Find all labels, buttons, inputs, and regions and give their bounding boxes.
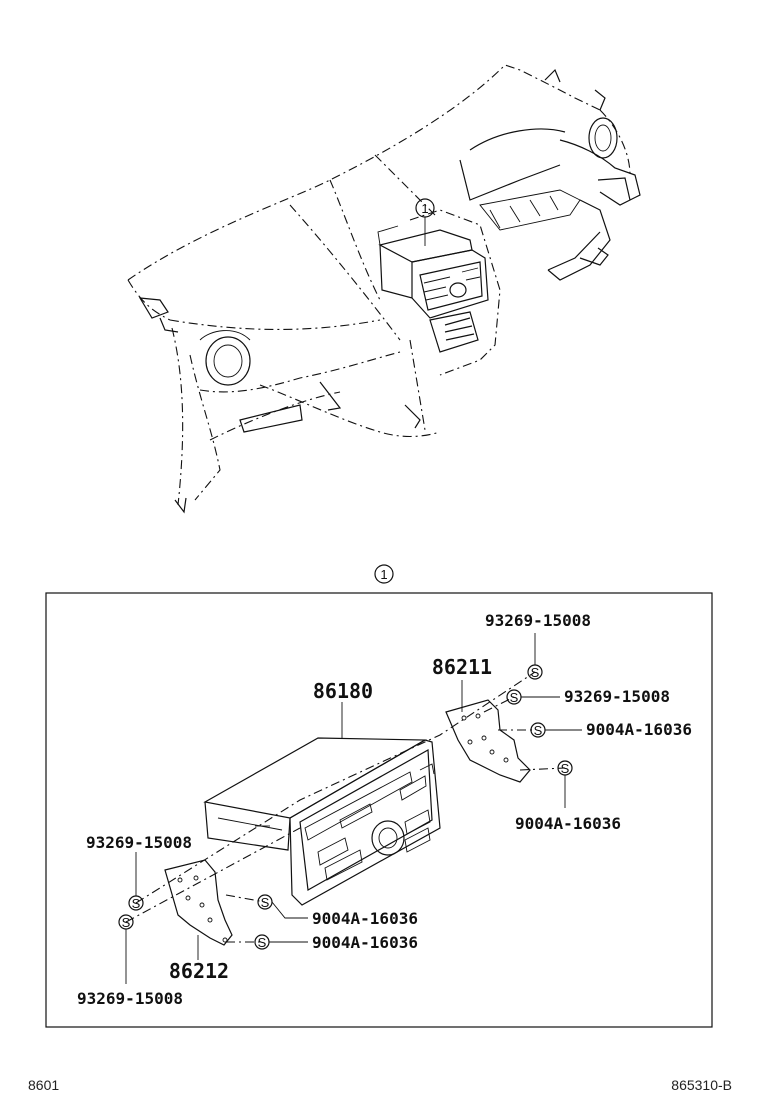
audio-unit-overview [377,225,489,319]
svg-text:S: S [510,690,519,705]
part-label-86211: 86211 [432,655,492,679]
part-label-93269-left-lower: 93269-15008 [77,989,183,1008]
part-label-9004a-right-lower: 9004A-16036 [515,814,621,833]
part-label-9004a-right-upper: 9004A-16036 [586,720,692,739]
radio-unit-86180 [203,702,441,906]
footer-code-left: 8601 [28,1077,59,1093]
part-label-93269-top: 93269-15008 [485,611,591,630]
part-label-93269-left-upper: 93269-15008 [86,833,192,852]
detail-frame [45,592,713,1028]
callout-ref-top: 1 [421,201,428,216]
part-label-9004a-center-upper: 9004A-16036 [312,909,418,928]
svg-text:S: S [258,935,267,950]
svg-text:S: S [531,665,540,680]
part-label-86212: 86212 [169,959,229,983]
volume-knob-icon [371,820,405,856]
detail-callout-circle-icon [374,564,394,584]
bracket-86212 [164,859,233,960]
svg-text:S: S [261,895,270,910]
dashboard-overview: 1 [127,64,641,514]
part-label-93269-right: 93269-15008 [564,687,670,706]
right-vent-icon [588,117,618,159]
screw-symbols: S S S S S S S S [118,664,573,950]
left-vent-icon [205,336,251,386]
svg-text:S: S [122,915,131,930]
svg-text:S: S [534,723,543,738]
part-label-86180: 86180 [313,679,373,703]
svg-text:S: S [561,761,570,776]
bracket-86211 [445,680,531,783]
part-label-9004a-center-lower: 9004A-16036 [312,933,418,952]
footer-code-right: 865310-B [671,1077,732,1093]
callout-ref-detail: 1 [380,567,387,582]
svg-text:S: S [132,896,141,911]
